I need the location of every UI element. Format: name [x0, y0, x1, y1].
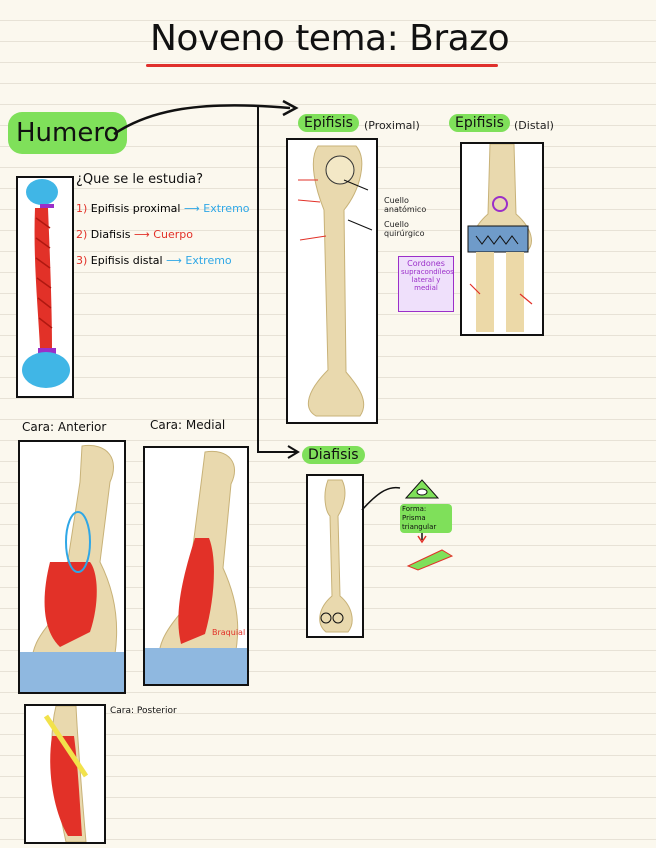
cara-anterior-label: Cara: Anterior: [22, 420, 107, 434]
list-item: 1) Epifisis proximal ⟶ Extremo: [76, 196, 250, 222]
distal-bone-illustration: [462, 144, 542, 334]
box-line: lateral y medial: [411, 276, 441, 292]
cara-anterior-image: [18, 440, 126, 694]
item-number: 1): [76, 202, 88, 215]
prisma-illustration: [361, 479, 454, 571]
diafisis-heading: Diafisis: [302, 446, 365, 464]
epifisis-proximal-image: [286, 138, 378, 424]
item-text: Epifisis proximal: [90, 202, 181, 215]
item-text: Epifisis distal: [90, 254, 163, 267]
epifisis-proximal-heading: Epifisis: [298, 114, 359, 132]
page-title: Noveno tema: Brazo: [150, 18, 510, 59]
note-cuello-quirurgico: Cuello quirúrgico: [384, 220, 425, 238]
humero-bone-image: [16, 176, 74, 398]
proximal-bone-illustration: [288, 140, 376, 422]
epifisis-proximal-qualifier: (Proximal): [364, 119, 420, 132]
humero-list: 1) Epifisis proximal ⟶ Extremo 2) Diafis…: [76, 196, 250, 274]
diafisis-note-text: Forma: Prisma triangular: [402, 505, 437, 531]
box-line: supracondíleos: [401, 268, 454, 276]
arrow-icon: ⟶: [134, 228, 150, 241]
list-item: 2) Diafisis ⟶ Cuerpo: [76, 222, 250, 248]
cara-medial-label: Cara: Medial: [150, 418, 226, 432]
cara-posterior-image: [24, 704, 106, 844]
item-target: Cuerpo: [153, 228, 193, 241]
cara-medial-illustration: [145, 448, 247, 684]
diafisis-bone-illustration: [308, 476, 362, 636]
item-number: 3): [76, 254, 88, 267]
heading-label: Epifisis: [455, 115, 504, 131]
arrow-icon: ⟶: [183, 202, 200, 215]
humero-heading: Humero: [8, 112, 128, 154]
title-underline: [146, 64, 498, 67]
cara-posterior-label: Cara: Posterior: [110, 706, 177, 716]
cara-anterior-illustration: [20, 442, 124, 692]
humero-bone-illustration: [18, 178, 72, 396]
item-text: Diafisis: [90, 228, 131, 241]
arrow-icon: ⟶: [166, 254, 182, 267]
cordones-box: Cordones supracondíleos lateral y medial: [398, 256, 454, 312]
epifisis-distal-image: [460, 142, 544, 336]
list-item: 3) Epifisis distal ⟶ Extremo: [76, 248, 250, 274]
note-cuello-anatomico: Cuello anatómico: [384, 196, 427, 214]
diafisis-note: Forma: Prisma triangular: [400, 504, 452, 533]
item-target: Extremo: [203, 202, 250, 215]
item-number: 2): [76, 228, 88, 241]
diafisis-image: [306, 474, 364, 638]
epifisis-distal-qualifier: (Distal): [514, 119, 554, 132]
epifisis-distal-heading: Epifisis: [449, 114, 510, 132]
cara-medial-image: [143, 446, 249, 686]
heading-label: Epifisis: [304, 115, 353, 131]
box-line: Cordones: [407, 259, 445, 268]
braquial-label: Braquial: [212, 628, 246, 637]
item-target: Extremo: [185, 254, 232, 267]
cara-posterior-illustration: [26, 706, 104, 842]
humero-question: ¿Que se le estudia?: [76, 172, 203, 187]
